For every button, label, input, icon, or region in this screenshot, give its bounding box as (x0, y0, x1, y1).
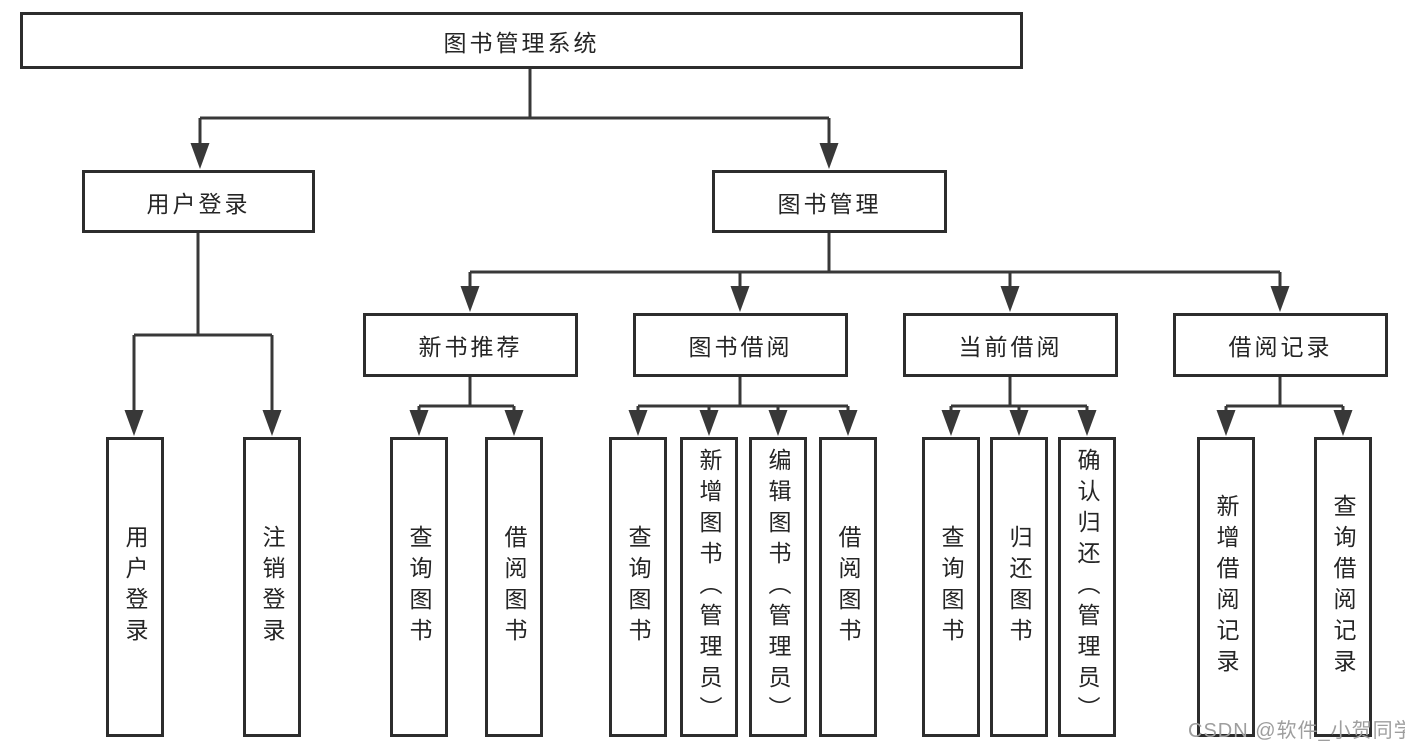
node-label: 编辑图书（管理员） (765, 447, 791, 727)
node-new-book-recommendation: 新书推荐 (363, 313, 578, 377)
arrow-down (1077, 406, 1097, 436)
arrow-down (699, 406, 719, 436)
leaf-current-query-books: 查询图书 (922, 437, 980, 737)
arrow-down (768, 406, 788, 436)
arrow-down (941, 406, 961, 436)
leaf-current-confirm-return-admin: 确认归还（管理员） (1058, 437, 1116, 737)
node-label: 用户登录 (122, 525, 148, 649)
leaf-logout: 注销登录 (243, 437, 301, 737)
leaf-records-add-borrow-record: 新增借阅记录 (1197, 437, 1255, 737)
arrow-down (1270, 272, 1290, 312)
arrow-down (628, 406, 648, 436)
arrow-down (190, 118, 210, 169)
arrow-down (730, 272, 750, 312)
node-label: 图书借阅 (688, 334, 793, 360)
node-label: 借阅记录 (1228, 334, 1333, 360)
arrow-down (1009, 406, 1029, 436)
node-label: 借阅图书 (835, 525, 861, 649)
arrow-down (1216, 406, 1236, 436)
arrow-down (460, 272, 480, 312)
node-label: 图书管理 (777, 190, 882, 217)
node-book-management: 图书管理 (712, 170, 947, 233)
arrow-down (409, 406, 429, 436)
arrow-down (124, 335, 144, 436)
node-user-login: 用户登录 (82, 170, 315, 233)
node-label: 新增图书（管理员） (696, 447, 722, 727)
node-borrowing-records: 借阅记录 (1173, 313, 1388, 377)
arrow-down (1000, 272, 1020, 312)
leaf-recommend-borrow-books: 借阅图书 (485, 437, 543, 737)
arrow-down (504, 406, 524, 436)
node-label: 查询图书 (938, 525, 964, 649)
leaf-records-query-borrow-record: 查询借阅记录 (1314, 437, 1372, 737)
node-label: 查询图书 (625, 525, 651, 649)
node-label: 新增借阅记录 (1213, 494, 1239, 680)
leaf-borrowing-query-books: 查询图书 (609, 437, 667, 737)
node-label: 归还图书 (1006, 525, 1032, 649)
leaf-current-return-books: 归还图书 (990, 437, 1048, 737)
leaf-user-login: 用户登录 (106, 437, 164, 737)
arrow-down (262, 335, 282, 436)
leaf-borrowing-edit-books-admin: 编辑图书（管理员） (749, 437, 807, 737)
node-label: 图书管理系统 (443, 29, 600, 56)
leaf-borrowing-borrow-books: 借阅图书 (819, 437, 877, 737)
csdn-watermark: CSDN @软件_小贺同学 (1188, 720, 1405, 742)
node-label: 用户登录 (146, 190, 251, 217)
arrow-down (1333, 406, 1353, 436)
node-label: 当前借阅 (958, 334, 1063, 360)
node-label: 注销登录 (259, 525, 285, 649)
leaf-borrowing-add-books-admin: 新增图书（管理员） (680, 437, 738, 737)
node-library-management-system: 图书管理系统 (20, 12, 1023, 69)
node-label: 借阅图书 (501, 525, 527, 649)
arrow-down (838, 406, 858, 436)
node-label: 查询借阅记录 (1330, 494, 1356, 680)
node-label: 确认归还（管理员） (1074, 447, 1100, 727)
node-label: 查询图书 (406, 525, 432, 649)
arrow-down (819, 118, 839, 169)
node-label: 新书推荐 (418, 334, 523, 360)
node-current-borrowing: 当前借阅 (903, 313, 1118, 377)
node-book-borrowing: 图书借阅 (633, 313, 848, 377)
leaf-recommend-query-books: 查询图书 (390, 437, 448, 737)
